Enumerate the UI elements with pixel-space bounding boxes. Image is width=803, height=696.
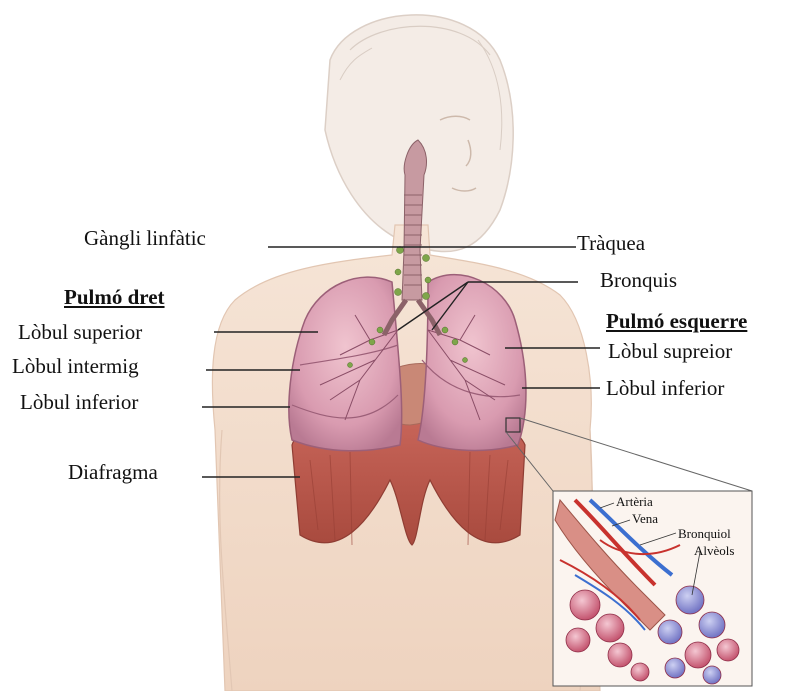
inset-label-vein: Vena [632, 511, 658, 526]
label-left-lower-lobe: Lòbul inferior [606, 376, 724, 400]
label-right-lower-lobe: Lòbul inferior [20, 390, 138, 414]
label-right-middle-lobe: Lòbul intermig [12, 354, 139, 378]
inset-label-alveoli: Alvèols [694, 543, 734, 558]
label-diaphragm: Diafragma [68, 460, 158, 484]
inset-label-bronchiole: Bronquiol [678, 526, 731, 541]
left-lung-header: Pulmó esquerre [606, 309, 747, 333]
label-left-upper-lobe: Lòbul supreior [608, 339, 732, 363]
label-bronchi: Bronquis [600, 268, 677, 292]
label-trachea: Tràquea [577, 231, 645, 255]
right-lung-header: Pulmó dret [64, 285, 165, 309]
label-lymph-node: Gàngli linfàtic [84, 226, 206, 250]
inset-label-artery: Artèria [616, 494, 653, 509]
label-right-upper-lobe: Lòbul superior [18, 320, 142, 344]
